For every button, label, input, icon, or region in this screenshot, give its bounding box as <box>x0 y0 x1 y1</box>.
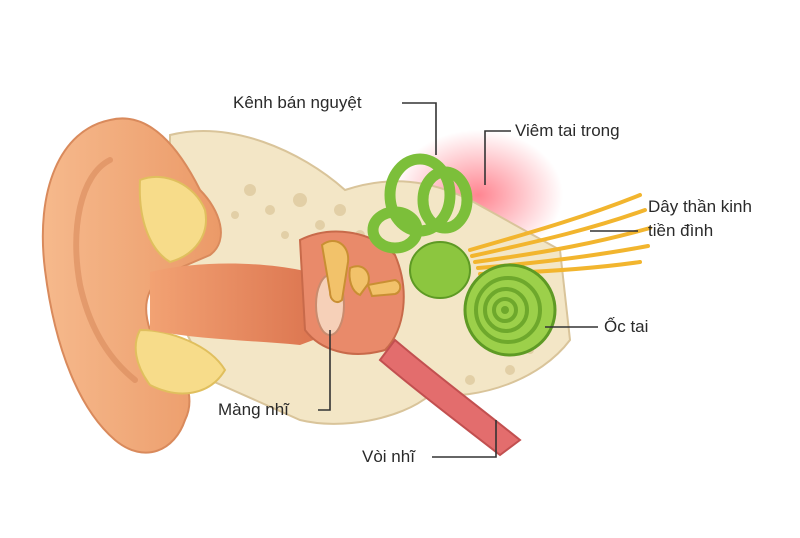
line-eustachian <box>432 420 497 458</box>
label-cochlea: Ốc tai <box>604 317 649 336</box>
label-eardrum: Màng nhĩ <box>218 400 289 419</box>
cartilage-upper <box>138 175 207 264</box>
vestibule <box>409 241 471 299</box>
eustachian-tube-shape <box>378 338 522 457</box>
label-eustachian-tube: Vòi nhĩ <box>362 447 415 466</box>
leader-lines <box>318 102 638 458</box>
ossicles <box>320 240 402 303</box>
cartilage-lower <box>134 328 227 395</box>
label-semicircular-canal: Kênh bán nguyệt <box>233 93 362 112</box>
line-semicircular <box>402 102 437 155</box>
semicircular-canals <box>367 153 473 254</box>
label-vestibular-nerve-2: tiền đình <box>648 221 714 240</box>
cochlea-shape <box>463 263 557 357</box>
line-eardrum <box>318 330 331 411</box>
bone-texture <box>231 184 534 385</box>
label-vestibular-nerve-1: Dây thần kinh <box>648 197 752 216</box>
line-inflammation <box>484 130 511 185</box>
label-inner-ear-inflammation: Viêm tai trong <box>515 121 620 140</box>
ear-canal <box>150 263 340 345</box>
pinna-inner-fold <box>73 157 138 383</box>
